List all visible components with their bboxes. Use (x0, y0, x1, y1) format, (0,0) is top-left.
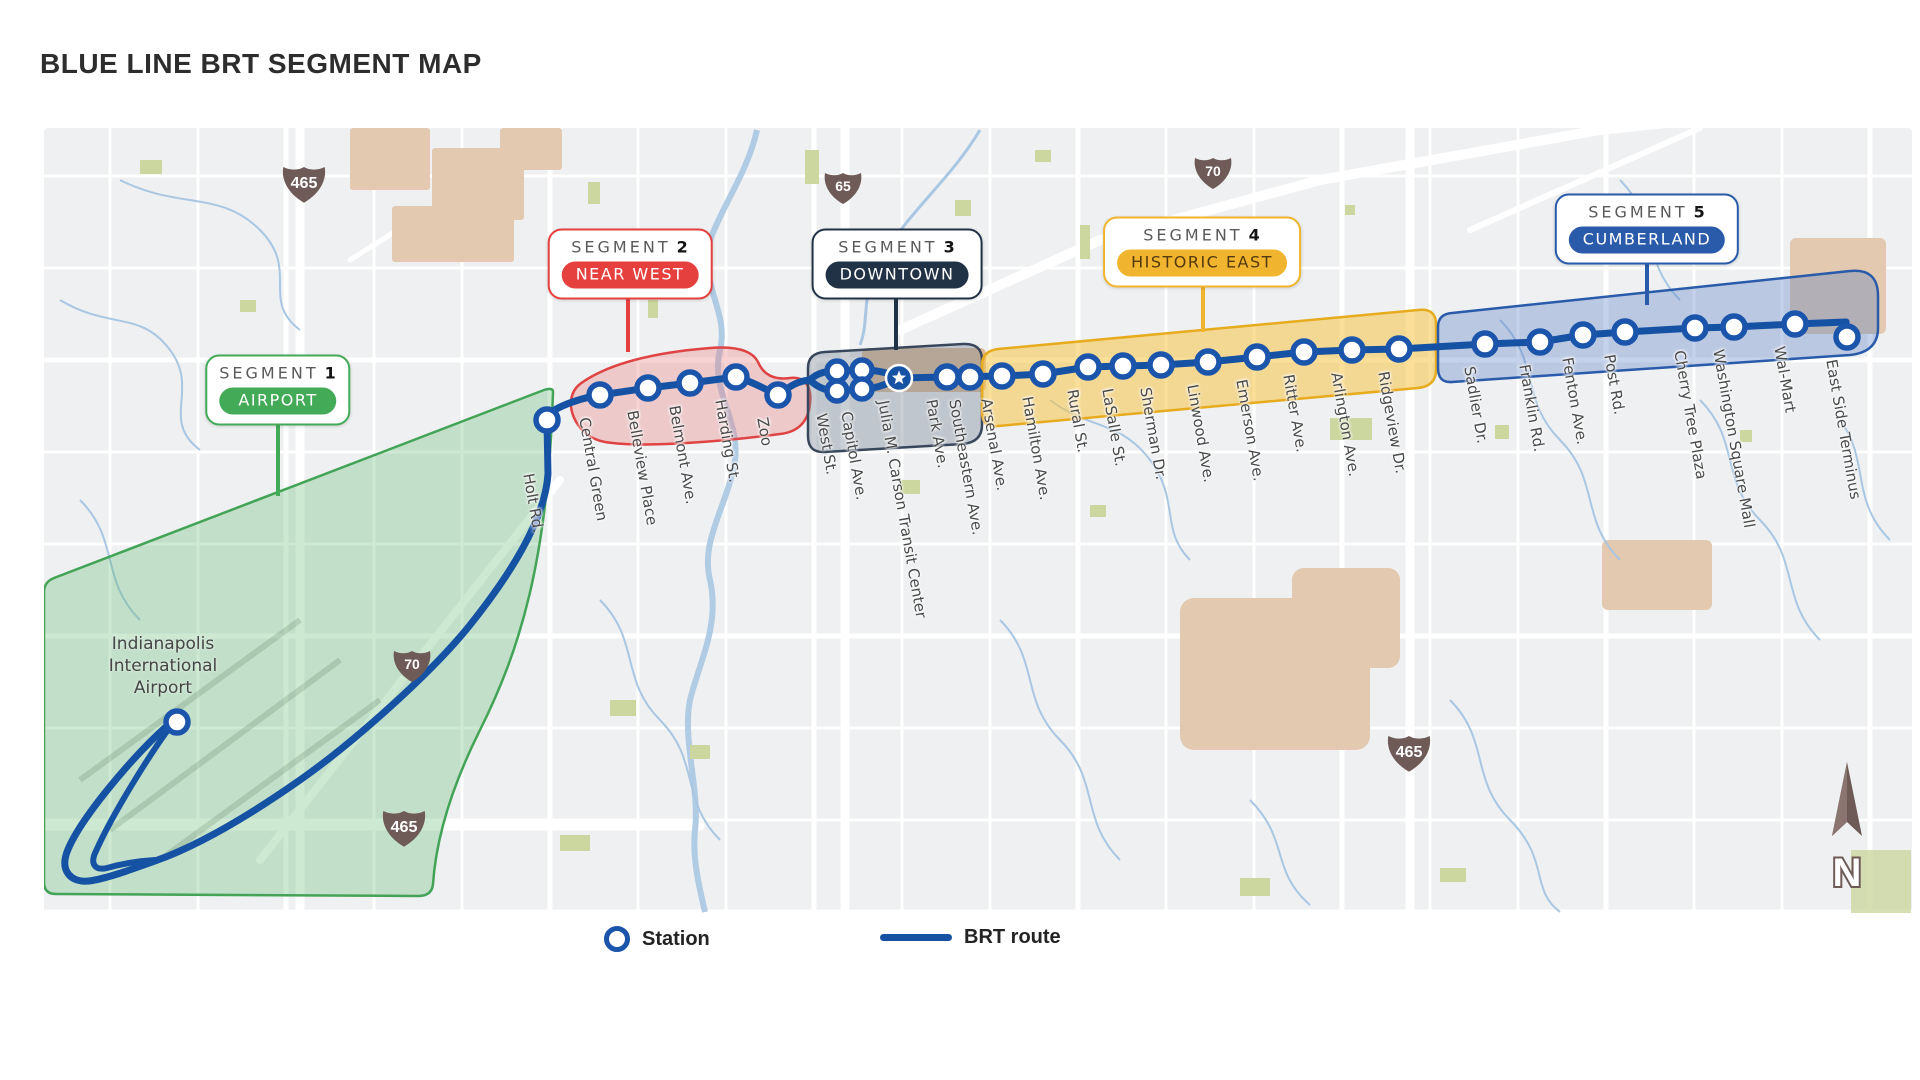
station-marker (676, 369, 704, 397)
segment-name-pill: DOWNTOWN (825, 261, 969, 289)
station-marker (956, 363, 984, 391)
interstate-shield-465-5: 465 (1387, 736, 1431, 772)
shield-number: 465 (391, 818, 418, 836)
interstate-shield-465-0: 465 (282, 167, 326, 203)
compass-n-letter: N (1833, 851, 1862, 895)
station-marker (1074, 353, 1102, 381)
station-marker (1471, 330, 1499, 358)
station-marker (764, 381, 792, 409)
station-marker (1781, 310, 1809, 338)
station-marker (1338, 336, 1366, 364)
star-icon (891, 370, 907, 385)
legend-route-label: BRT route (964, 926, 1061, 948)
segment-5-connector (1645, 264, 1649, 305)
highway-shields: 465 65 70 70 465 465 (282, 158, 1431, 847)
station-marker (1833, 323, 1861, 351)
region-cumberland (1436, 269, 1880, 384)
station-marker (933, 363, 961, 391)
segment-name-pill: HISTORIC EAST (1117, 249, 1287, 277)
interstate-shield-465-4: 465 (382, 811, 426, 847)
station-marker (1243, 343, 1271, 371)
station-marker (1290, 338, 1318, 366)
airport-name-label: Indianapolis International Airport (108, 634, 218, 699)
segment-4-connector (1201, 284, 1205, 332)
interstate-shield-70-3: 70 (393, 651, 431, 682)
station-marker (1569, 321, 1597, 349)
shield-number: 465 (291, 174, 318, 192)
urban-patches (350, 128, 1886, 750)
station-marker (1194, 348, 1222, 376)
segment-2-connector (626, 298, 630, 352)
station-marker (1147, 351, 1175, 379)
station-marker (586, 381, 614, 409)
station-marker (1681, 314, 1709, 342)
page-title: BLUE LINE BRT SEGMENT MAP (40, 48, 482, 79)
station-marker (824, 378, 850, 404)
legend-route: BRT route (880, 926, 1061, 949)
station-marker (1611, 318, 1639, 346)
shield-number: 70 (1205, 163, 1221, 179)
shield-number: 465 (1396, 743, 1423, 761)
station-marker (849, 376, 875, 402)
brt-route-legend-icon (880, 934, 952, 941)
shield-number: 70 (404, 656, 420, 672)
station-marker (1029, 360, 1057, 388)
segment-name-pill: CUMBERLAND (1568, 226, 1726, 254)
compass-north: N (1831, 762, 1863, 897)
runway-lines (78, 617, 382, 863)
legend: Station BRT route (0, 916, 1920, 966)
legend-station-label: Station (642, 927, 710, 950)
interstate-shield-65-1: 65 (824, 173, 862, 204)
station-legend-icon (604, 926, 630, 952)
station-marker (163, 708, 191, 736)
legend-station: Station (604, 926, 710, 952)
interstate-shield-70-2: 70 (1194, 158, 1232, 189)
segment-name-pill: AIRPORT (219, 387, 337, 415)
station-marker (1109, 352, 1137, 380)
station-marker (634, 374, 662, 402)
segment-1-connector (276, 424, 280, 496)
segment-3-connector (894, 298, 898, 350)
station-marker (1526, 328, 1554, 356)
region-airport (44, 387, 555, 898)
station-marker (722, 363, 750, 391)
shield-number: 65 (835, 178, 851, 194)
station-marker (988, 362, 1016, 390)
segment-name-pill: NEAR WEST (561, 261, 699, 289)
park-patches (140, 150, 1911, 913)
station-marker (533, 406, 561, 434)
station-marker (1385, 335, 1413, 363)
station-marker (1720, 313, 1748, 341)
stations (163, 310, 1861, 736)
station-marker (824, 358, 850, 384)
